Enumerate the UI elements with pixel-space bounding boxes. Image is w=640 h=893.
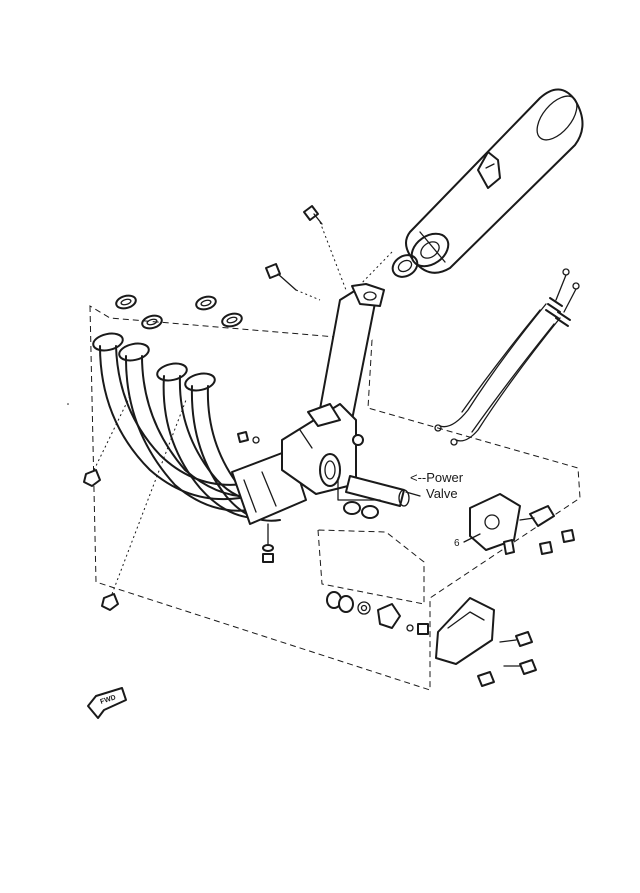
exhaust-headers — [92, 332, 307, 525]
power-valve — [337, 475, 421, 519]
port-gaskets — [115, 294, 243, 330]
annotation-line1: <--Power — [410, 470, 464, 485]
throttle-cables — [434, 268, 580, 446]
stray-mark — [67, 403, 69, 405]
valve-shaft-parts — [326, 591, 429, 635]
annotation-line2: Valve — [426, 486, 458, 501]
muffler — [405, 88, 584, 274]
collector-fasteners — [237, 431, 274, 563]
valve-pulley-plate — [469, 493, 575, 555]
top-bolt — [303, 205, 347, 291]
muffler-leader — [354, 251, 393, 291]
muffler-gasket — [391, 254, 419, 278]
header-nuts — [83, 395, 187, 611]
side-bolt — [265, 263, 321, 301]
fwd-arrow-icon: FWD — [87, 687, 127, 719]
assembly-boundary — [89, 305, 581, 691]
mid-pipe — [281, 283, 385, 495]
lower-subassembly-boundary — [317, 529, 425, 605]
power-valve-annotation: <--Power Valve — [410, 470, 464, 501]
servo-cover — [435, 597, 537, 687]
fwd-label: FWD — [99, 694, 116, 706]
callout-6: 6 — [454, 533, 481, 549]
callout-label: 6 — [454, 538, 460, 549]
